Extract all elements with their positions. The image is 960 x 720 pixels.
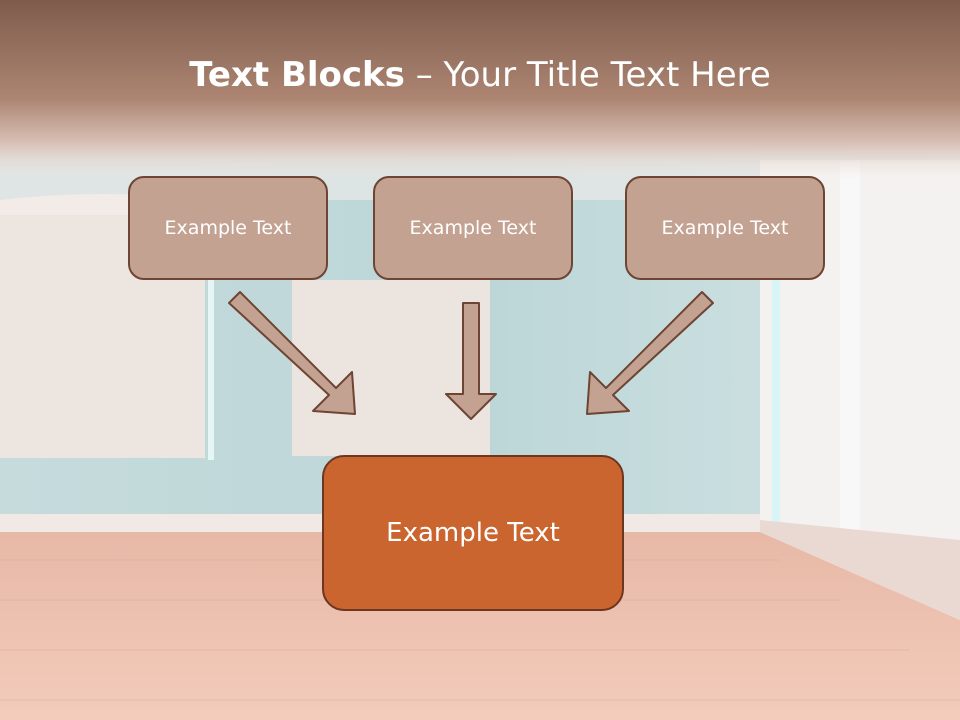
title-rest: – Your Title Text Here: [404, 55, 771, 95]
arrow-center: [445, 302, 497, 420]
text-block-right[interactable]: Example Text: [625, 176, 825, 280]
text-block-center[interactable]: Example Text: [373, 176, 573, 280]
text-block-main[interactable]: Example Text: [322, 455, 624, 611]
arrow-right: [586, 291, 714, 415]
arrow-left: [228, 291, 356, 415]
title-bold: Text Blocks: [189, 55, 405, 95]
slide-title: Text Blocks – Your Title Text Here: [0, 52, 960, 98]
text-block-left[interactable]: Example Text: [128, 176, 328, 280]
